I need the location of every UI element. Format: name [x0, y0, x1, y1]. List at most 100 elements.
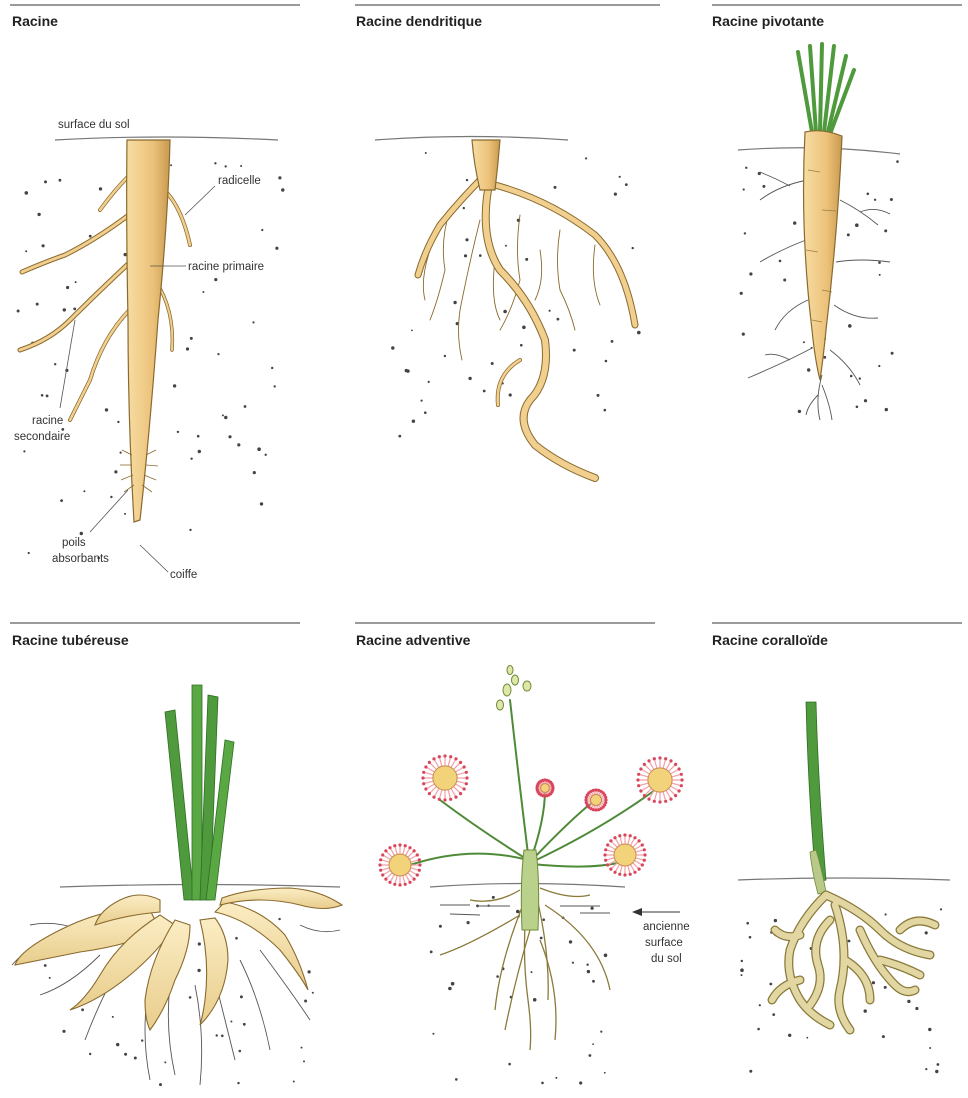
soil-dot [75, 281, 77, 283]
soil-dot [505, 245, 507, 247]
soil-dot [743, 188, 745, 190]
soil-dot [468, 377, 471, 380]
soil-dot [177, 431, 179, 433]
soil-dot [572, 962, 574, 964]
panel-title-coralloide: Racine coralloïde [712, 632, 828, 648]
soil-dot [585, 157, 587, 159]
soil-dot [540, 937, 543, 940]
soil-dot [807, 368, 810, 371]
soil-dot [265, 454, 267, 456]
adventive-stem-base [521, 850, 538, 930]
soil-dot [278, 176, 281, 179]
panel-title-adventive: Racine adventive [356, 632, 471, 648]
soil-dot [114, 470, 117, 473]
soil-dot [44, 964, 47, 967]
soil-dot [848, 940, 851, 943]
soil-dot [749, 1070, 752, 1073]
soil-dot [742, 333, 745, 336]
soil-dot [740, 968, 744, 972]
sundew-leaf [636, 756, 683, 803]
soil-dot [516, 910, 520, 914]
soil-dot [189, 529, 191, 531]
soil-dot [239, 1050, 242, 1053]
soil-dot [592, 1043, 594, 1045]
soil-dot [757, 1028, 760, 1031]
soil-dot [134, 1057, 137, 1060]
label-ancienne-2: surface [645, 937, 683, 949]
soil-dots [430, 896, 607, 1085]
soil-dot [81, 1008, 84, 1011]
soil-dot [614, 193, 617, 196]
soil-dot [749, 936, 752, 939]
soil-dot [62, 1030, 65, 1033]
soil-dot [214, 162, 216, 164]
soil-dot [597, 394, 600, 397]
soil-dot [304, 1000, 307, 1003]
soil-dot [542, 918, 545, 921]
primary-root [127, 140, 170, 522]
soil-dot [197, 435, 200, 438]
soil-dot [848, 324, 852, 328]
soil-dot [503, 310, 507, 314]
soil-dot [611, 340, 614, 343]
soil-dot [850, 375, 853, 378]
soil-dot [625, 183, 628, 186]
label-surface-du-sol: surface du sol [58, 119, 130, 131]
soil-dot [430, 951, 433, 954]
soil-dot [99, 187, 102, 190]
soil-dot [73, 308, 76, 311]
soil-dot [421, 400, 423, 402]
soil-dot [23, 450, 25, 452]
soil-dot [308, 970, 311, 973]
soil-dot [159, 1083, 162, 1086]
soil-dot [25, 250, 27, 252]
soil-dot [896, 160, 899, 163]
soil-dot [42, 244, 45, 247]
soil-dot [541, 1082, 544, 1085]
soil-dot [522, 326, 526, 330]
soil-dot [293, 1081, 295, 1083]
carrot-leaves [798, 44, 854, 134]
soil-dot [257, 447, 261, 451]
soil-dot [806, 1037, 808, 1039]
soil-dot [444, 355, 446, 357]
panel-racine-adventive: ancienne surface du sol [378, 666, 689, 1085]
soil-dot [439, 925, 442, 928]
soil-dot [864, 399, 867, 402]
soil-dot [190, 458, 192, 460]
soil-dot [124, 1053, 127, 1056]
label-racine-secondaire-2: secondaire [14, 431, 70, 443]
soil-dot [451, 982, 455, 986]
soil-dot [214, 278, 217, 281]
soil-dot [60, 499, 63, 502]
soil-dot [59, 179, 62, 182]
soil-dot [36, 303, 39, 306]
soil-dot [117, 421, 119, 423]
soil-dot [37, 213, 40, 216]
soil-dot [303, 1060, 305, 1062]
soil-dot [803, 341, 805, 343]
soil-dot [412, 420, 415, 423]
soil-dot [198, 942, 201, 945]
soil-dot [937, 1063, 940, 1066]
soil-dot [555, 1077, 557, 1079]
panel-title-tubereuse: Racine tubéreuse [12, 632, 129, 648]
soil-dot [855, 223, 859, 227]
soil-dot [604, 409, 607, 412]
label-poils-2: absorbants [52, 553, 109, 565]
soil-dot [788, 1034, 791, 1037]
soil-dot [762, 185, 765, 188]
soil-dot [274, 385, 276, 387]
soil-dot [872, 981, 875, 984]
soil-dot [432, 1033, 434, 1035]
soil-dot [520, 344, 523, 347]
soil-dot [884, 229, 887, 232]
soil-dot [491, 362, 494, 365]
soil-dot [261, 229, 263, 231]
panel-title-pivotante: Racine pivotante [712, 13, 824, 29]
soil-dot [54, 363, 56, 365]
panel-racine-coralloide [738, 702, 950, 1073]
soil-dot [198, 450, 201, 453]
soil-dot [228, 435, 231, 438]
